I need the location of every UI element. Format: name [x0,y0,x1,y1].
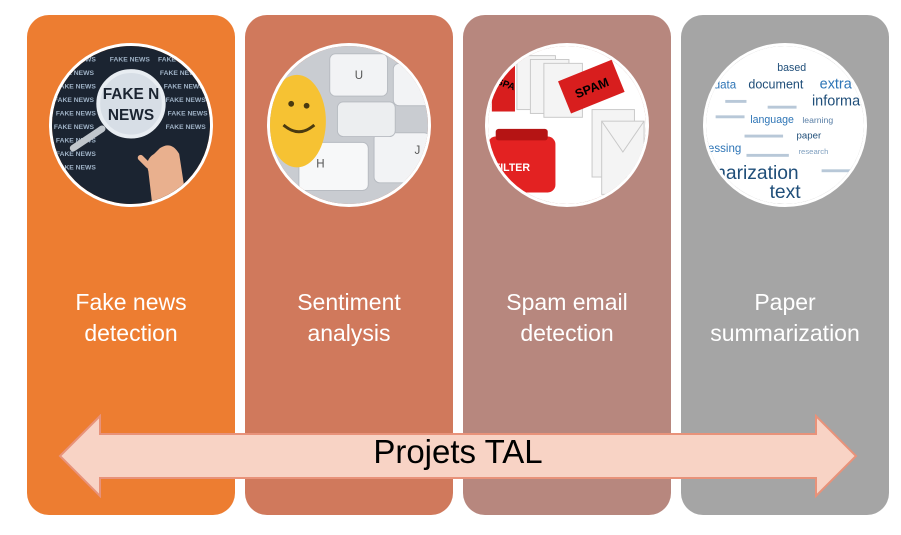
svg-text:paper: paper [797,130,822,141]
svg-text:FILTER: FILTER [494,162,531,174]
svg-text:document: document [748,77,803,91]
column-label: Fake news detection [27,287,235,349]
svg-text:research: research [798,147,828,156]
fake-news-magnifier-image: FAKE NEWS FAKE NEWS FAKE NEWS FAKE NEWS … [52,46,210,204]
summarization-word-cloud-image: based data document extra informa langua… [706,46,864,204]
column-label: Spam email detection [463,287,671,349]
label-line-1: Spam email [506,289,628,315]
svg-text:FAKE NEWS: FAKE NEWS [160,70,201,77]
label-line-2: detection [84,320,178,346]
svg-text:FAKE NEWS: FAKE NEWS [166,97,207,104]
column-paper-summarization: based data document extra informa langua… [681,15,889,515]
svg-text:FAKE NEWS: FAKE NEWS [110,56,151,63]
svg-text:data: data [714,79,737,91]
svg-text:marization: marization [710,163,799,184]
fake-news-image: FAKE NEWS FAKE NEWS FAKE NEWS FAKE NEWS … [49,43,213,207]
label-line-2: detection [520,320,614,346]
svg-text:extra: extra [820,76,853,92]
svg-text:U: U [355,70,363,82]
svg-text:H: H [316,158,324,170]
svg-text:FAKE NEWS: FAKE NEWS [54,70,95,77]
sentiment-image: U H J [267,43,431,207]
keyboard-smiley-image: U H J [270,46,428,204]
double-arrow-shape [58,414,858,498]
label-line-2: analysis [307,320,391,346]
svg-text:J: J [415,145,421,157]
svg-text:based: based [777,62,806,74]
svg-text:NEWS: NEWS [108,107,154,124]
svg-text:FAKE NEWS: FAKE NEWS [56,137,97,144]
svg-text:FAKE NEWS: FAKE NEWS [158,56,199,63]
svg-text:FAKE NEWS: FAKE NEWS [164,83,205,90]
projects-double-arrow: Projets TAL [58,414,858,498]
svg-text:FAKE N: FAKE N [103,86,160,103]
svg-text:informa: informa [812,94,861,110]
svg-text:FAKE NEWS: FAKE NEWS [56,164,97,171]
svg-text:text: text [770,182,802,203]
label-line-1: Paper [754,289,816,315]
column-sentiment-analysis: U H J Sentiment analysis [245,15,453,515]
spam-image: SPA SPAM FILTER [485,43,649,207]
svg-text:FAKE NEWS: FAKE NEWS [56,151,97,158]
label-line-1: Sentiment [297,289,401,315]
svg-text:FAKE NEWS: FAKE NEWS [166,124,207,131]
svg-text:FAKE NEWS: FAKE NEWS [54,97,95,104]
svg-text:FAKE NEWS: FAKE NEWS [56,110,97,117]
column-spam-detection: SPA SPAM FILTER Spam email detection [463,15,671,515]
column-fake-news: FAKE NEWS FAKE NEWS FAKE NEWS FAKE NEWS … [27,15,235,515]
svg-text:FAKE NEWS: FAKE NEWS [56,83,97,90]
label-line-2: summarization [710,320,860,346]
spam-filter-envelopes-image: SPA SPAM FILTER [488,46,646,204]
svg-text:learning: learning [802,115,833,125]
column-label: Sentiment analysis [245,287,453,349]
summarization-image: based data document extra informa langua… [703,43,867,207]
arrow-label: Projets TAL [373,433,543,470]
svg-text:FAKE NEWS: FAKE NEWS [56,56,97,63]
svg-text:essing: essing [708,143,741,155]
label-line-1: Fake news [75,289,187,315]
column-label: Paper summarization [681,287,889,349]
svg-text:FAKE NEWS: FAKE NEWS [54,124,95,131]
svg-text:FAKE NEWS: FAKE NEWS [168,110,209,117]
svg-text:language: language [750,114,794,126]
